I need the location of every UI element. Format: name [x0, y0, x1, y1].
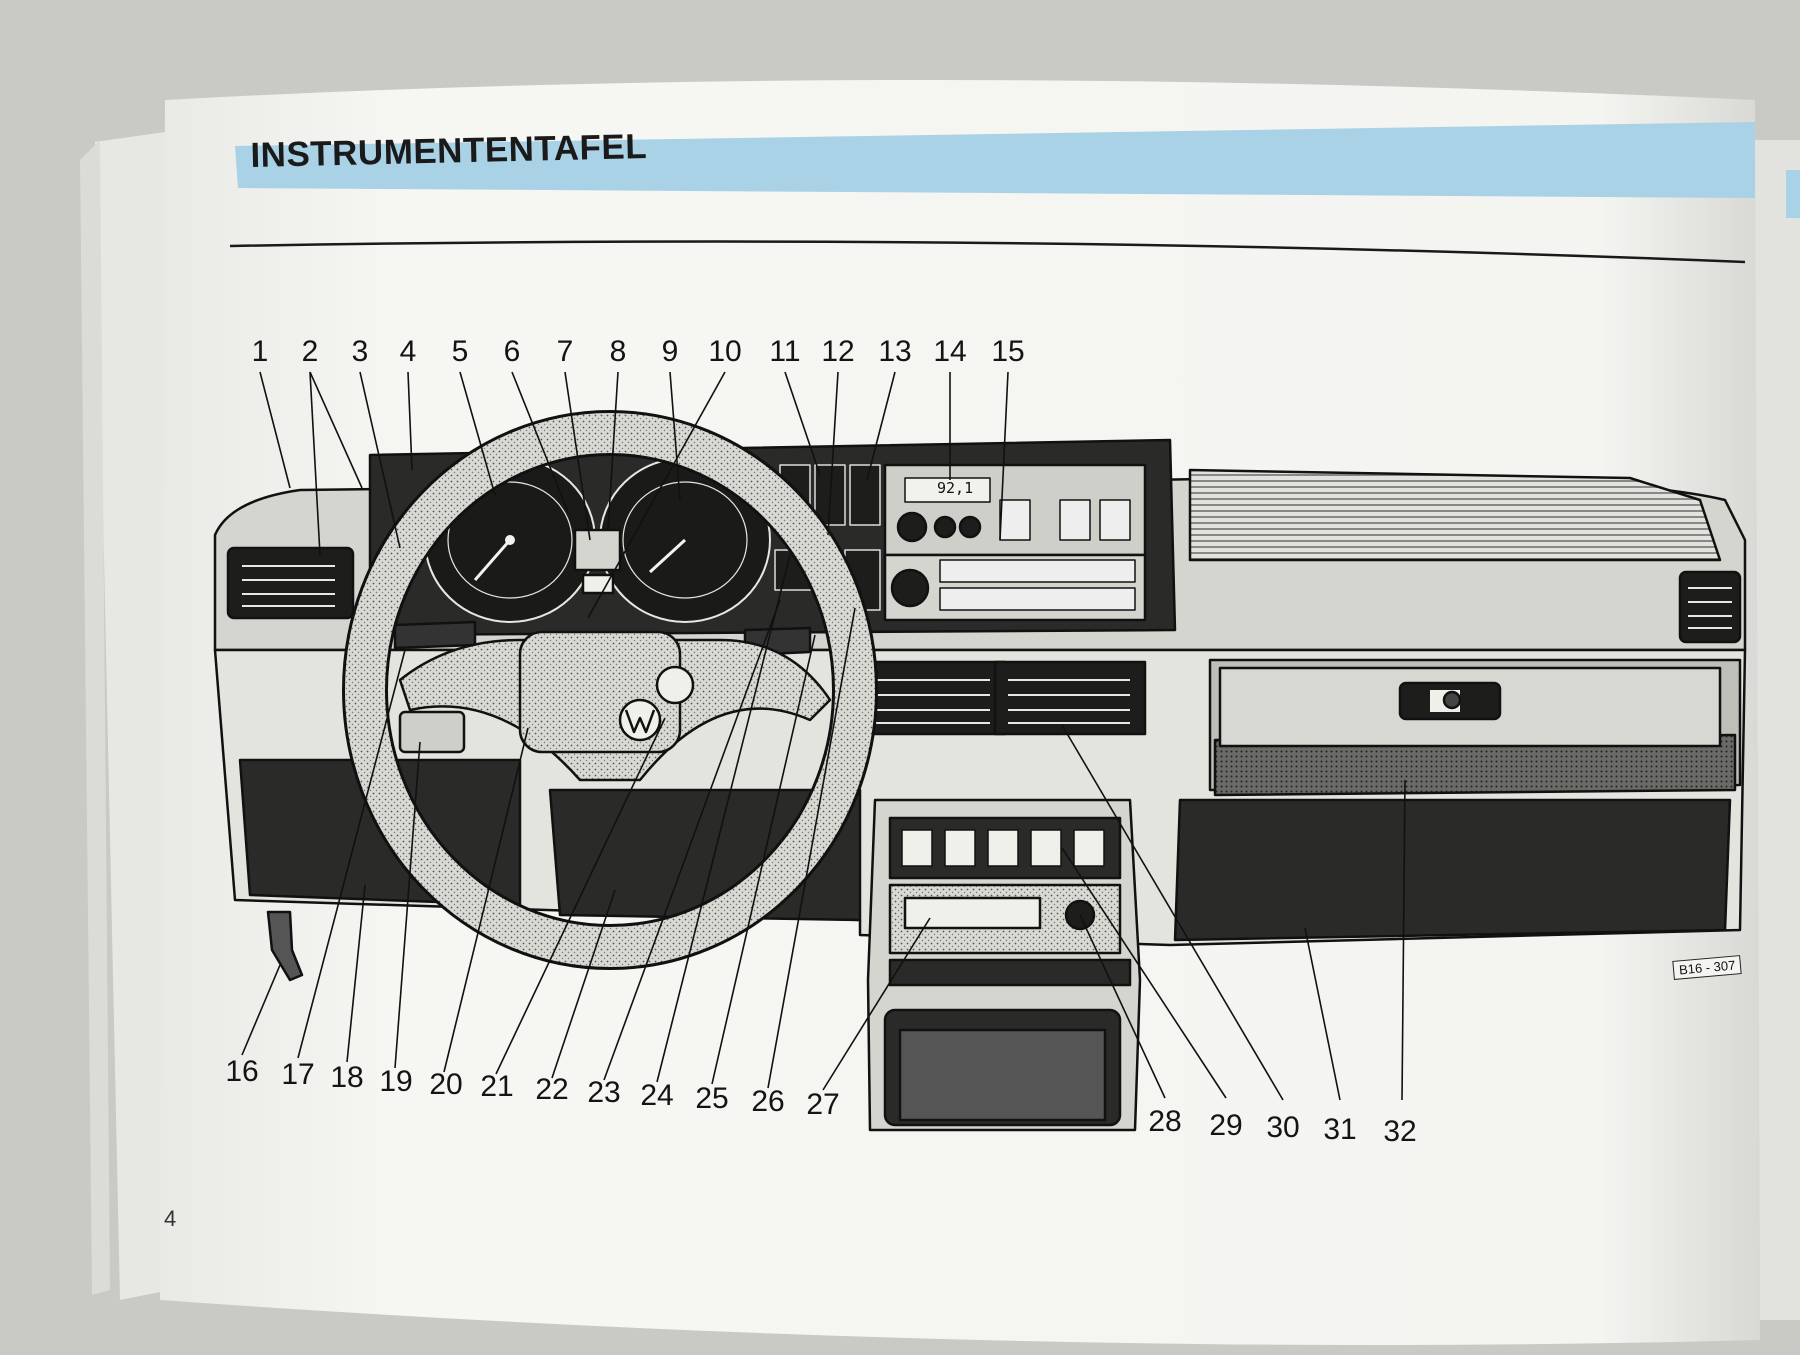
callout-17: 17: [281, 1058, 315, 1091]
callout-27: 27: [806, 1088, 840, 1121]
radio-display: 92,1: [937, 479, 974, 497]
callout-11: 11: [769, 335, 801, 368]
callout-31: 31: [1323, 1113, 1357, 1146]
callout-8: 8: [609, 335, 627, 368]
next-page-edge: [1755, 140, 1800, 1320]
callout-3: 3: [351, 335, 369, 368]
callout-4: 4: [399, 335, 417, 368]
callout-6: 6: [503, 335, 521, 368]
heading-band: [235, 122, 1755, 198]
callout-5: 5: [451, 335, 469, 368]
callout-2: 2: [301, 335, 319, 368]
callout-21: 21: [480, 1070, 514, 1103]
callout-7: 7: [556, 335, 574, 368]
callout-10: 10: [708, 335, 742, 368]
callout-9: 9: [661, 335, 679, 368]
callout-12: 12: [821, 335, 855, 368]
callout-15: 15: [991, 335, 1025, 368]
callout-25: 25: [695, 1082, 729, 1115]
callout-28: 28: [1148, 1105, 1182, 1138]
callout-1: 1: [251, 335, 269, 368]
underlying-sheet: [80, 140, 110, 1295]
callout-14: 14: [933, 335, 967, 368]
callout-16: 16: [225, 1055, 259, 1088]
callout-leader-lines: [241, 371, 1406, 1101]
callout-22: 22: [535, 1073, 569, 1106]
callout-26: 26: [751, 1085, 785, 1118]
heading-rule: [229, 240, 1746, 264]
callout-32: 32: [1383, 1115, 1417, 1148]
callout-29: 29: [1209, 1109, 1243, 1142]
callout-30: 30: [1266, 1111, 1300, 1144]
dashboard-illustration: [213, 410, 1747, 1132]
callout-24: 24: [640, 1079, 674, 1112]
callout-13: 13: [878, 335, 912, 368]
callout-20: 20: [429, 1068, 463, 1101]
callout-23: 23: [587, 1076, 621, 1109]
callout-18: 18: [330, 1061, 364, 1094]
back-pages: [95, 132, 170, 1300]
page-number: 4: [164, 1206, 177, 1231]
callout-19: 19: [379, 1065, 413, 1098]
